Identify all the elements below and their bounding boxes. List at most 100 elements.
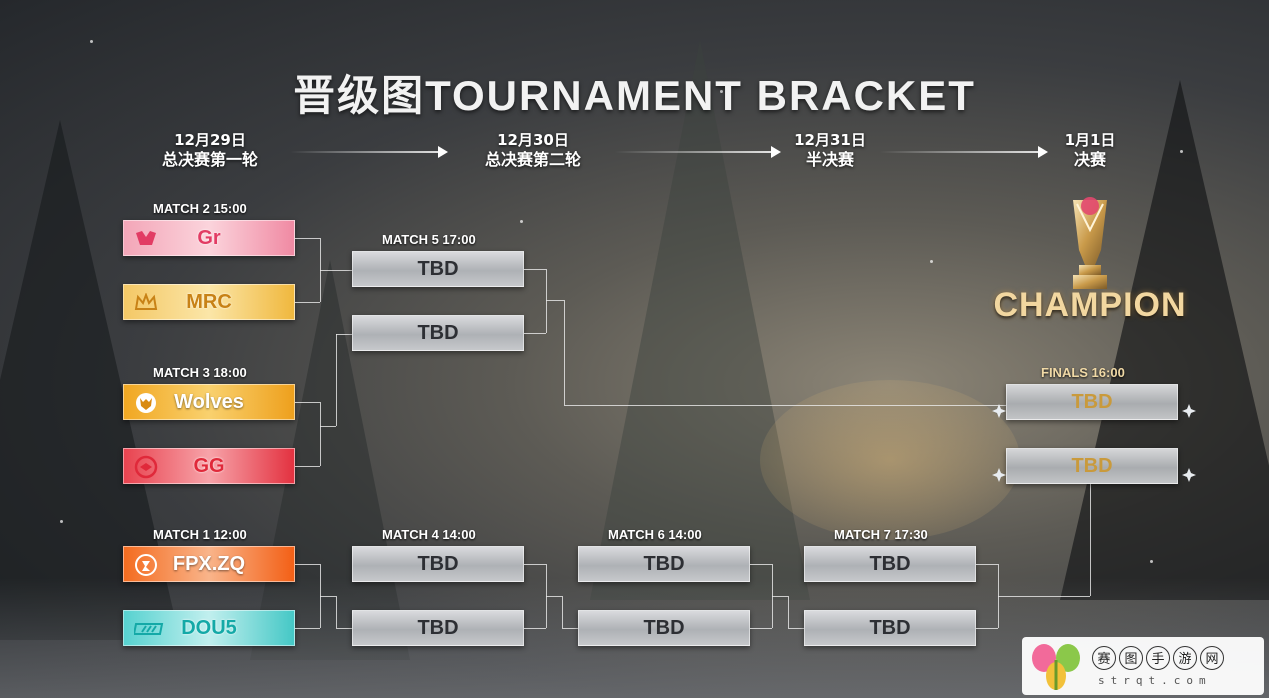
round-name: 总决赛第一轮 — [161, 150, 258, 169]
match-7-slot-2[interactable]: TBD — [804, 610, 976, 646]
timeline-arrow — [615, 146, 781, 158]
bracket-line — [320, 402, 321, 466]
trophy-icon — [1073, 197, 1107, 289]
wolves-wolf-icon — [134, 391, 158, 415]
round-date: 12月31日 — [794, 131, 866, 149]
bracket-line — [750, 564, 772, 565]
bracket-line — [320, 426, 336, 427]
tbd-label: TBD — [869, 616, 911, 639]
bracket-line — [336, 628, 352, 629]
round-name: 总决赛第二轮 — [484, 150, 581, 169]
page-title: 晋级图TOURNAMENT BRACKET — [293, 72, 976, 119]
team-name: GG — [193, 454, 225, 477]
match-4-label: MATCH 4 14:00 — [382, 527, 476, 542]
bracket-line — [336, 596, 337, 628]
match-1-label: MATCH 1 12:00 — [153, 527, 247, 542]
background-tree — [590, 40, 810, 600]
match-7-label: MATCH 7 17:30 — [834, 527, 928, 542]
team-name: MRC — [186, 290, 232, 313]
round-name: 决赛 — [1073, 150, 1106, 169]
match-5-slot-2[interactable]: TBD — [352, 315, 524, 351]
tbd-label: TBD — [417, 257, 459, 280]
watermark-char: 手 — [1146, 645, 1170, 670]
round-date: 1月1日 — [1064, 131, 1116, 149]
bracket-line — [546, 596, 562, 597]
bracket-line — [788, 628, 804, 629]
bracket-line — [295, 564, 320, 565]
round-header-3: 12月31日 半决赛 — [770, 130, 890, 170]
bracket-line — [295, 402, 320, 403]
bracket-line — [295, 302, 320, 303]
timeline-arrow — [290, 146, 448, 158]
bracket-line — [750, 628, 772, 629]
team-slot-mrc[interactable]: MRC — [123, 284, 295, 320]
tbd-label: TBD — [869, 552, 911, 575]
match-6-slot-2[interactable]: TBD — [578, 610, 750, 646]
round-header-2: 12月30日 总决赛第二轮 — [458, 130, 608, 170]
tbd-label: TBD — [417, 552, 459, 575]
bracket-line — [320, 270, 352, 271]
team-slot-gg[interactable]: GG — [123, 448, 295, 484]
team-name: Wolves — [174, 390, 244, 413]
tbd-label: TBD — [643, 552, 685, 575]
bracket-line — [564, 405, 1006, 406]
finals-slot-2[interactable]: TBD — [1006, 448, 1178, 484]
match-4-slot-1[interactable]: TBD — [352, 546, 524, 582]
round-header-1: 12月29日 总决赛第一轮 — [140, 130, 280, 170]
watermark-char: 赛 — [1092, 645, 1116, 670]
snowflake — [90, 40, 93, 43]
watermark-char: 网 — [1200, 645, 1224, 670]
bracket-line — [336, 334, 352, 335]
bracket-line — [295, 238, 320, 239]
team-name: DOU5 — [181, 616, 237, 639]
bracket-line — [998, 596, 1090, 597]
tbd-label: TBD — [643, 616, 685, 639]
mrc-crown-icon — [134, 291, 158, 315]
bracket-line — [562, 628, 578, 629]
round-header-4: 1月1日 决赛 — [1040, 130, 1140, 170]
bracket-line — [562, 596, 563, 628]
match-2-label: MATCH 2 15:00 — [153, 201, 247, 216]
round-date: 12月29日 — [174, 131, 246, 149]
bracket-line — [524, 333, 546, 334]
tbd-label: TBD — [1071, 390, 1113, 413]
gr-logo-icon — [134, 227, 158, 251]
bracket-line — [524, 269, 546, 270]
watermark-char: 图 — [1119, 645, 1143, 670]
watermark-url: strqt.com — [1098, 673, 1212, 687]
team-slot-dous[interactable]: DOU5 — [123, 610, 295, 646]
bracket-line — [524, 564, 546, 565]
match-4-slot-2[interactable]: TBD — [352, 610, 524, 646]
bracket-line — [1090, 484, 1091, 596]
match-5-slot-1[interactable]: TBD — [352, 251, 524, 287]
bracket-line — [976, 564, 998, 565]
bracket-line — [546, 300, 564, 301]
watermark-char: 游 — [1173, 645, 1197, 670]
match-6-slot-1[interactable]: TBD — [578, 546, 750, 582]
match-6-label: MATCH 6 14:00 — [608, 527, 702, 542]
match-7-slot-1[interactable]: TBD — [804, 546, 976, 582]
background-tree — [1060, 80, 1269, 600]
bracket-line — [336, 334, 337, 426]
cabin-light-glow — [760, 380, 1020, 540]
team-slot-gr[interactable]: Gr — [123, 220, 295, 256]
finals-label: FINALS 16:00 — [1041, 365, 1125, 380]
bracket-line — [524, 628, 546, 629]
team-slot-wolves[interactable]: Wolves — [123, 384, 295, 420]
tbd-label: TBD — [417, 321, 459, 344]
snowflake — [60, 520, 63, 523]
tbd-label: TBD — [1071, 454, 1113, 477]
match-5-label: MATCH 5 17:00 — [382, 232, 476, 247]
bracket-line — [772, 596, 788, 597]
snowflake — [300, 110, 303, 113]
team-slot-fpx[interactable]: FPX.ZQ — [123, 546, 295, 582]
bracket-line — [564, 300, 565, 405]
snowflake — [930, 260, 933, 263]
gg-logo-icon — [134, 455, 158, 479]
finals-slot-1[interactable]: TBD — [1006, 384, 1178, 420]
match-3-label: MATCH 3 18:00 — [153, 365, 247, 380]
bracket-line — [976, 628, 998, 629]
tbd-label: TBD — [417, 616, 459, 639]
fpx-logo-icon — [134, 553, 158, 577]
site-watermark: 赛 图 手 游 网 strqt.com — [1022, 637, 1264, 695]
